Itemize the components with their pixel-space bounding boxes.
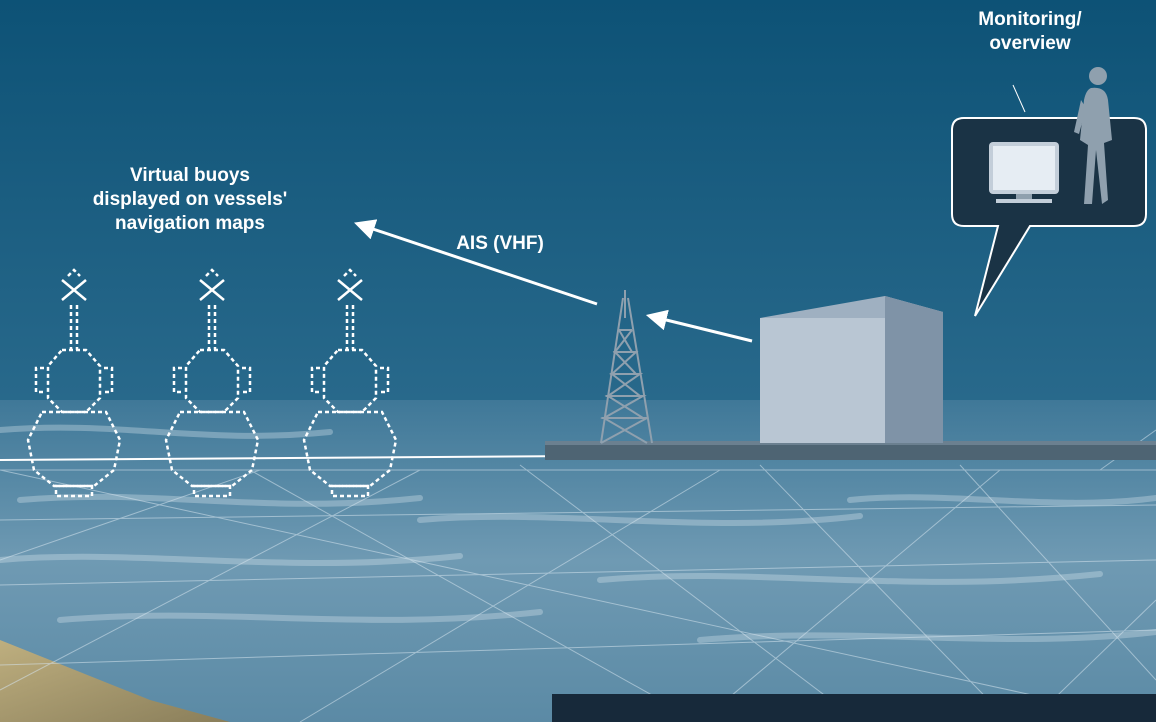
- ais-label: AIS (VHF): [430, 232, 570, 256]
- bottom-dark-panel: [552, 694, 1156, 722]
- buoy-icon: [26, 268, 122, 498]
- buoys-label-line-1: Virtual buoys: [129, 165, 250, 186]
- monitor-icon: [989, 142, 1059, 203]
- ais-label-text: AIS (VHF): [456, 233, 544, 254]
- sand-patch: [0, 640, 230, 722]
- person-silhouette-icon: [1074, 67, 1112, 204]
- callout-pointer-line: [1012, 84, 1026, 113]
- sky-background: [0, 0, 1156, 470]
- arrow-icon: [645, 309, 753, 343]
- radio-tower-icon: [600, 290, 653, 444]
- buoy-icon: [302, 268, 398, 498]
- buoys-label: Virtual buoys displayed on vessels' navi…: [40, 164, 340, 236]
- buoys-label-line-3: navigation maps: [115, 213, 265, 234]
- monitoring-label-line-1: Monitoring/: [978, 9, 1082, 30]
- monitoring-label-line-2: overview: [989, 33, 1071, 54]
- seabed-grid: [0, 429, 1156, 722]
- buoy-icon: [164, 268, 260, 498]
- arrow-icon-ais: [354, 219, 598, 306]
- buoys-label-line-2: displayed on vessels': [92, 189, 288, 210]
- pier-platform: [545, 443, 1156, 460]
- sand-ripples: [0, 424, 1156, 643]
- monitoring-label: Monitoring/ overview: [930, 8, 1130, 56]
